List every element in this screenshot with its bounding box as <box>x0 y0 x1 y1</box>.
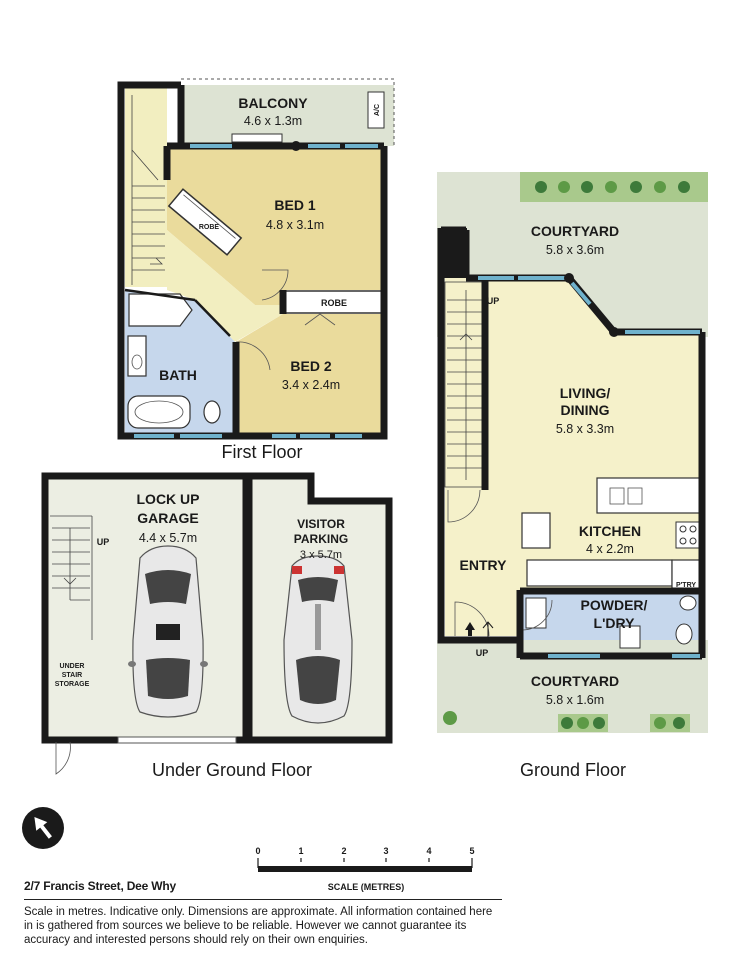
visitor-label-1: VISITOR <box>297 517 345 531</box>
entry-label: ENTRY <box>460 557 508 573</box>
bed2-room <box>236 314 384 433</box>
entry-hall <box>445 478 522 636</box>
balcony-area <box>181 85 394 146</box>
garage-label-1: LOCK UP <box>137 491 200 507</box>
scale-tick-1: 1 <box>298 846 303 856</box>
courtyard-bottom-size: 5.8 x 1.6m <box>546 693 604 707</box>
visitor-label-2: PARKING <box>294 532 348 546</box>
bed1-size: 4.8 x 3.1m <box>266 218 324 232</box>
property-address: 2/7 Francis Street, Dee Why <box>24 879 176 893</box>
toilet-fixture <box>203 400 221 424</box>
scale-tick-4: 4 <box>426 846 431 856</box>
kitchen-label: KITCHEN <box>579 523 641 539</box>
garage-size: 4.4 x 5.7m <box>139 531 197 545</box>
living-label-2: DINING <box>561 402 610 418</box>
first-floor-plan: BALCONY 4.6 x 1.3m A/C BED 1 4.8 x 3.1m … <box>117 78 395 462</box>
storage-label-2: STAIR <box>62 672 82 679</box>
first-floor-title: First Floor <box>222 442 303 462</box>
bed2-label: BED 2 <box>290 358 331 374</box>
powder-label-1: POWDER/ <box>581 597 648 613</box>
stove <box>675 521 701 549</box>
disclaimer-text: Scale in metres. Indicative only. Dimens… <box>24 906 493 946</box>
entry-up: UP <box>476 648 489 658</box>
bed2-size: 3.4 x 2.4m <box>282 378 340 392</box>
ground-floor-plan: COURTYARD 5.8 x 3.6m UP LIVING/ DINING 5… <box>437 172 708 780</box>
powder-toilet <box>675 623 693 645</box>
kitchen-island <box>521 512 551 549</box>
under-ground-floor-plan: LOCK UP GARAGE 4.4 x 5.7m VISITOR PARKIN… <box>41 472 393 780</box>
pantry <box>671 559 703 591</box>
courtyard-bottom-label: COURTYARD <box>531 673 619 689</box>
ground-floor-title: Ground Floor <box>520 760 626 780</box>
garden-plants-bottom <box>443 711 690 732</box>
living-size: 5.8 x 3.3m <box>556 422 614 436</box>
pantry-label: P'TRY <box>676 582 696 589</box>
bath-label: BATH <box>159 367 197 383</box>
kitchen-size: 4 x 2.2m <box>586 542 634 556</box>
living-label-1: LIVING/ <box>560 385 611 401</box>
ground-stair <box>444 281 488 488</box>
storage-label-1: UNDER <box>60 663 85 670</box>
first-hall <box>167 230 283 342</box>
powder-label-2: L'DRY <box>594 615 636 631</box>
garden-plants-top <box>535 181 690 193</box>
scale-tick-0: 0 <box>255 846 260 856</box>
vanity-fixture <box>127 335 147 377</box>
ac-unit <box>367 91 385 129</box>
scale-bar: 0 1 2 3 4 5 SCALE (METRES) <box>255 846 474 892</box>
courtyard-top-size: 5.8 x 3.6m <box>546 243 604 257</box>
robe2-label: ROBE <box>321 298 347 308</box>
bed1-label: BED 1 <box>274 197 315 213</box>
scale-tick-5: 5 <box>469 846 474 856</box>
north-arrow-icon <box>22 807 64 849</box>
scale-label: SCALE (METRES) <box>328 882 405 892</box>
entry-up-arrows <box>465 622 475 636</box>
ground-stair-up: UP <box>487 296 500 306</box>
scale-tick-2: 2 <box>341 846 346 856</box>
kitchen-counter <box>526 559 673 587</box>
robe-bed1 <box>167 188 243 256</box>
courtyard-top-label: COURTYARD <box>531 223 619 239</box>
first-stair <box>125 88 167 287</box>
kitchen-bench <box>596 477 703 514</box>
robe1-label: ROBE <box>199 224 220 231</box>
garage-label-2: GARAGE <box>137 510 198 526</box>
ac-label: A/C <box>374 104 381 116</box>
car-visitor <box>283 555 353 724</box>
living-room <box>445 275 702 478</box>
scale-tick-3: 3 <box>383 846 388 856</box>
divider <box>24 899 502 900</box>
car-garage <box>128 545 208 718</box>
listing-info: 2/7 Francis Street, Dee Why Scale in met… <box>24 879 504 947</box>
visitor-size: 3 x 5.7m <box>300 549 342 561</box>
under-stair-up: UP <box>97 537 110 547</box>
storage-label-3: STORAGE <box>55 681 90 688</box>
under-floor-title: Under Ground Floor <box>152 760 312 780</box>
balcony-label: BALCONY <box>238 95 308 111</box>
balcony-size: 4.6 x 1.3m <box>244 114 302 128</box>
shower-fixture <box>128 293 193 327</box>
under-stair <box>50 515 93 640</box>
bed1-room <box>167 146 384 305</box>
